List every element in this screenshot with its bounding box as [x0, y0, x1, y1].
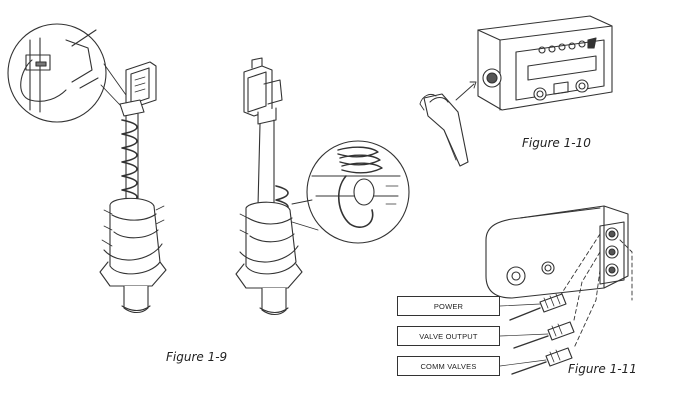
power-label: POWER [397, 296, 500, 316]
valve-output-label: VALVE OUTPUT [397, 326, 500, 346]
figure-1-11-caption: Figure 1-11 [568, 362, 637, 376]
valve-output-plug [513, 321, 575, 349]
power-plug [509, 293, 567, 321]
fig9-left-detail-circle [7, 23, 107, 123]
fig11-rear-module [485, 205, 633, 375]
figure-1-10-caption: Figure 1-10 [522, 136, 591, 150]
comm-valves-label: COMM VALVES [397, 356, 500, 376]
fig9-right-mast-assembly [235, 57, 410, 316]
comm-valves-plug [511, 347, 573, 375]
fig9-right-detail-circle [306, 140, 410, 244]
fig9-left-mast-assembly [7, 23, 167, 314]
figure-1-9-caption: Figure 1-9 [166, 350, 228, 364]
fig10-display-module [419, 15, 613, 167]
